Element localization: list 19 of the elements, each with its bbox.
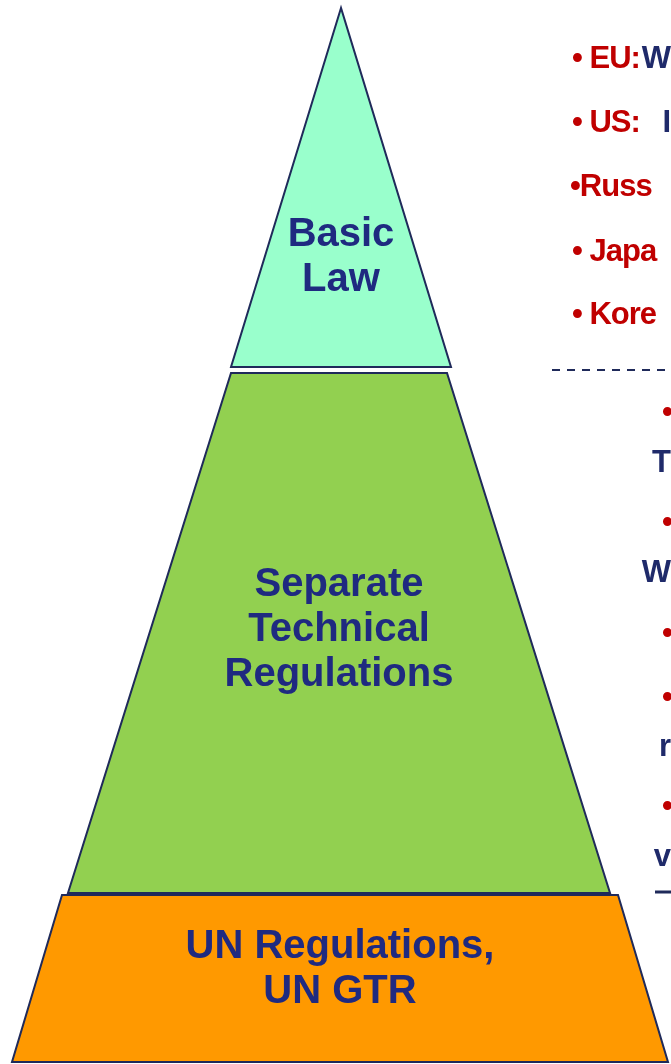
text-fragment: v	[653, 840, 670, 871]
text-fragment: W	[641, 556, 670, 587]
tier-label: Basic Law	[286, 210, 396, 300]
region-label: • EU:	[572, 42, 640, 73]
bullet-mark: •	[662, 617, 671, 648]
text-fragment: T	[652, 446, 670, 477]
region-label: • US:	[572, 106, 640, 137]
bullet-mark: •	[662, 506, 671, 537]
text-fragment: r	[658, 730, 670, 761]
region-label: • Kore	[572, 298, 657, 329]
text-fragment: I	[662, 106, 670, 137]
bullet-mark: •	[662, 790, 671, 821]
bullet-mark: •	[662, 396, 671, 427]
bullet-mark: •	[662, 681, 671, 712]
region-label: •Russ	[570, 170, 652, 201]
tier-label: Separate Technical Regulations	[223, 560, 455, 695]
text-fragment: W	[641, 42, 670, 73]
region-label: • Japa	[572, 235, 657, 266]
tier-label: UN Regulations, UN GTR	[184, 922, 496, 1012]
